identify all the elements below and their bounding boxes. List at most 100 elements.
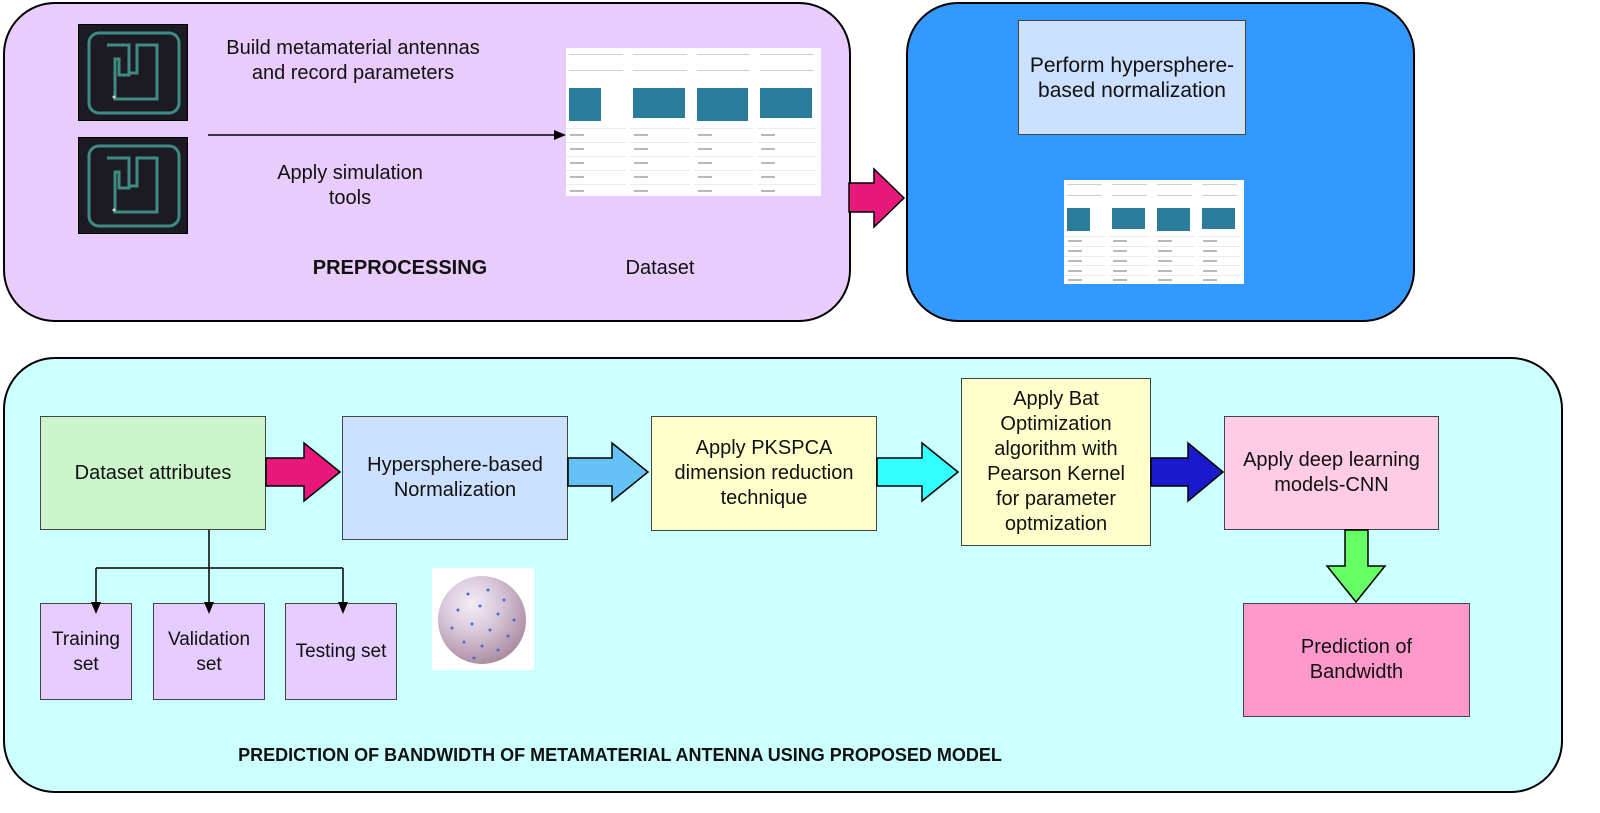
arrow-bat-to-cnn <box>1150 441 1225 503</box>
pkspca-line-3: technique <box>720 487 808 509</box>
mini-header-line <box>696 54 751 55</box>
dataset-label: Dataset <box>625 257 695 279</box>
mini-row-line <box>693 156 754 157</box>
cnn-box: Apply deep learning models-CNN <box>1224 416 1439 530</box>
mini-row-line <box>757 184 817 185</box>
mini-cell <box>633 190 648 192</box>
mini-header-line <box>1112 195 1147 197</box>
hypersphere-normalization-box: Hypersphere-based Normalization <box>342 416 568 540</box>
mini-cell <box>1068 269 1082 272</box>
arrowhead-testing <box>338 602 348 614</box>
mini-cell <box>1113 259 1127 262</box>
dataset-attributes-box: Dataset attributes <box>40 416 266 530</box>
connector-arrowhead-top <box>554 130 566 140</box>
split-tree <box>95 530 344 605</box>
mini-cell <box>697 176 712 178</box>
mini-row-line <box>1064 275 1105 277</box>
mini-histogram-bar <box>1112 208 1145 229</box>
simulation-tools-line-1: Apply simulation <box>277 162 423 184</box>
mini-header-line <box>760 54 814 55</box>
mini-row-line <box>693 128 754 129</box>
mini-column <box>1064 180 1105 284</box>
mini-cell <box>1068 279 1082 282</box>
training-set-box: Training set <box>40 603 132 700</box>
mini-histogram-bar <box>760 88 812 118</box>
cnn-line-2: models-CNN <box>1274 474 1389 496</box>
mini-cell <box>1113 250 1127 252</box>
mini-histogram-bar <box>632 88 685 118</box>
mini-row-line <box>1199 245 1240 247</box>
antenna-image-2 <box>78 137 188 234</box>
perform-normalization-box: Perform hypersphere- based normalization <box>1018 20 1246 135</box>
mini-cell <box>1203 279 1217 282</box>
mini-header-line <box>760 70 814 71</box>
arrow-attributes-to-normalization <box>265 441 342 503</box>
mini-row-line <box>757 128 817 129</box>
mini-histogram-bar <box>696 88 749 121</box>
mini-cell <box>570 190 584 192</box>
mini-row-line <box>1199 236 1240 237</box>
arrow-top-panels <box>848 167 906 229</box>
mini-cell <box>1158 269 1172 272</box>
normalized-dataset-image <box>1064 180 1244 284</box>
mini-header-line <box>696 70 751 71</box>
mini-header-line <box>1112 184 1147 186</box>
mini-column <box>757 48 817 196</box>
mini-cell <box>633 162 648 164</box>
mini-cell <box>761 162 776 164</box>
pkspca-line-2: dimension reduction <box>674 462 854 484</box>
mini-column <box>629 48 690 196</box>
mini-cell <box>697 134 712 136</box>
mini-cell <box>761 148 776 150</box>
arrow-pkspca-to-bat <box>876 441 960 503</box>
mini-header-line <box>569 54 623 55</box>
perform-normalization-line-2: based normalization <box>1038 78 1226 102</box>
mini-header-line <box>1067 184 1102 186</box>
mini-cell <box>570 134 584 136</box>
mini-row-line <box>566 156 626 157</box>
arrowhead-validation <box>204 602 214 614</box>
mini-histogram-bar <box>569 88 601 121</box>
mini-header-line <box>1157 184 1192 186</box>
mini-cell <box>1068 259 1082 262</box>
mini-cell <box>761 134 776 136</box>
perform-normalization-line-1: Perform hypersphere- <box>1029 53 1235 77</box>
mini-cell <box>633 134 648 136</box>
mini-cell <box>1203 250 1217 252</box>
cnn-line-1: Apply deep learning <box>1243 449 1420 471</box>
bat-line-2: Optimization <box>1000 413 1112 435</box>
dataset-table-image <box>566 48 821 196</box>
mini-row-line <box>693 142 754 143</box>
mini-header-line <box>1157 195 1192 197</box>
mini-row-line <box>1109 236 1150 237</box>
arrowhead-training <box>91 602 101 614</box>
mini-cell <box>1158 259 1172 262</box>
pkspca-box: Apply PKSPCA dimension reduction techniq… <box>651 416 877 531</box>
mini-row-line <box>757 142 817 143</box>
mini-row-line <box>1154 255 1195 257</box>
mini-cell <box>633 148 648 150</box>
mini-header-line <box>569 70 623 71</box>
mini-row-line <box>757 170 817 171</box>
mini-row-line <box>757 156 817 157</box>
sphere-shape <box>438 576 526 664</box>
mini-row-line <box>566 128 626 129</box>
mini-cell <box>697 190 712 192</box>
mini-row-line <box>566 184 626 185</box>
mini-cell <box>570 148 584 150</box>
proposed-model-title: PREDICTION OF BANDWIDTH OF METAMATERIAL … <box>238 745 1002 765</box>
mini-column <box>1109 180 1150 284</box>
prediction-line-1: Prediction of <box>1300 636 1413 658</box>
bat-optimization-box: Apply Bat Optimization algorithm with Pe… <box>961 378 1151 546</box>
mini-cell <box>1113 269 1127 272</box>
validation-set-box: Validation set <box>153 603 265 700</box>
training-line-2: set <box>73 653 99 675</box>
mini-row-line <box>1154 245 1195 247</box>
mini-cell <box>761 190 776 192</box>
mini-column <box>1154 180 1195 284</box>
mini-row-line <box>629 156 690 157</box>
mini-row-line <box>629 170 690 171</box>
mini-row-line <box>1109 255 1150 257</box>
mini-header-line <box>632 70 687 71</box>
